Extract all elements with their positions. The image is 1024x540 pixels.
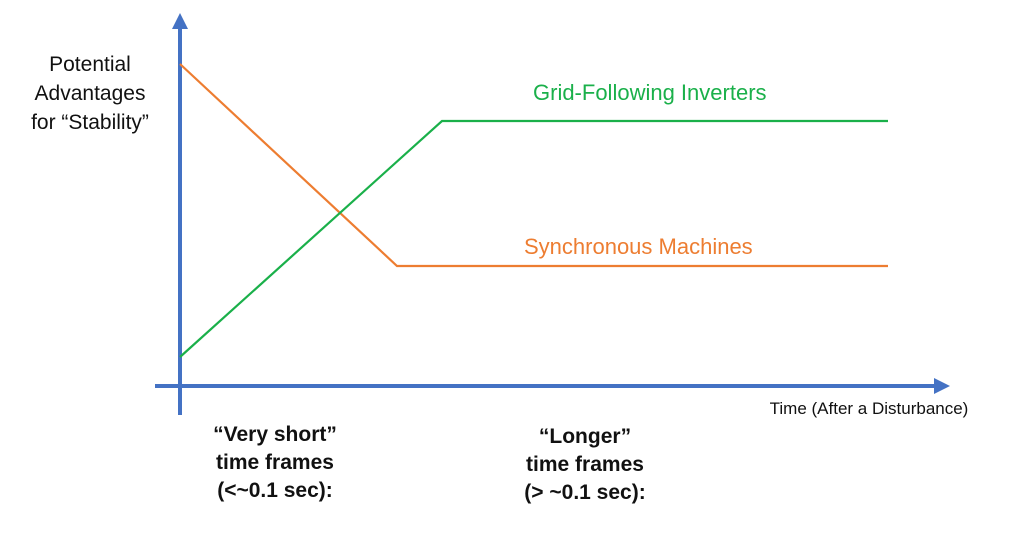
- synchronous-machines-line: [179, 63, 888, 268]
- grid-following-inverters-line: [179, 119, 888, 358]
- caption-line: time frames: [216, 451, 334, 474]
- y-axis-label-line: for “Stability”: [31, 111, 149, 134]
- caption-line: time frames: [526, 453, 644, 476]
- very-short-time-frame-caption: “Very short” time frames (<~0.1 sec):: [185, 421, 365, 505]
- grid-following-inverters-label: Grid-Following Inverters: [533, 80, 767, 105]
- y-axis-label: Potential Advantages for “Stability”: [10, 50, 170, 137]
- y-axis-arrow-icon: [172, 13, 188, 29]
- synchronous-machines-label: Synchronous Machines: [524, 234, 753, 259]
- y-axis-label-line: Potential: [49, 53, 131, 76]
- caption-line: (<~0.1 sec):: [217, 479, 333, 502]
- longer-time-frame-caption: “Longer” time frames (> ~0.1 sec):: [490, 423, 680, 507]
- x-axis-label: Time (After a Disturbance): [769, 399, 969, 418]
- y-axis-label-line: Advantages: [34, 82, 146, 105]
- x-axis-arrow-icon: [934, 378, 950, 394]
- caption-line: (> ~0.1 sec):: [524, 481, 646, 504]
- caption-line: “Longer”: [538, 425, 632, 448]
- caption-line: “Very short”: [213, 423, 337, 446]
